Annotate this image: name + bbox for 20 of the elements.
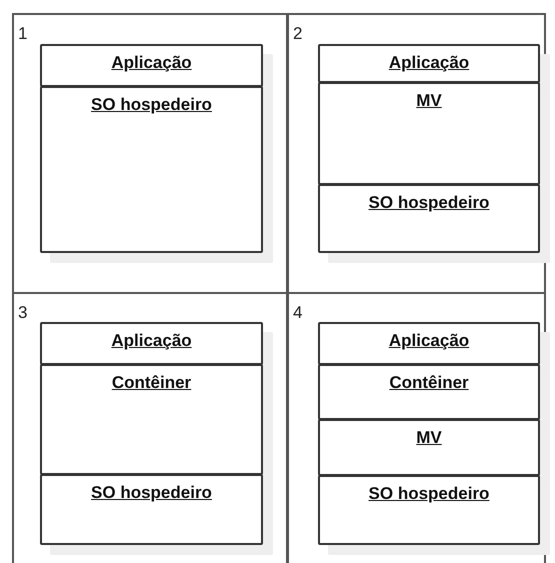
- panel-number: 2: [293, 25, 302, 42]
- panel-cell: [12, 292, 288, 563]
- layer-label: SO hospedeiro: [368, 483, 490, 504]
- layer-label: Contêiner: [112, 372, 192, 394]
- panel-cell: [12, 13, 288, 293]
- layer-label: MV: [416, 427, 442, 448]
- layer-label: Aplicação: [388, 330, 470, 352]
- panel-number: 3: [18, 304, 28, 321]
- panel-number: 4: [293, 304, 302, 321]
- layer-label: SO hospedeiro: [368, 192, 490, 214]
- layer-label: SO hospedeiro: [91, 94, 212, 116]
- panel-number: 1: [18, 25, 28, 42]
- panel-cell: [287, 13, 546, 293]
- layer-label: Aplicação: [111, 330, 192, 352]
- layer-label: Aplicação: [111, 52, 192, 74]
- layer-label: Aplicação: [388, 52, 470, 74]
- panel-cell: [287, 292, 546, 563]
- layer-label: Contêiner: [389, 372, 469, 394]
- layer-label: MV: [416, 90, 442, 112]
- layer-label: SO hospedeiro: [91, 482, 212, 504]
